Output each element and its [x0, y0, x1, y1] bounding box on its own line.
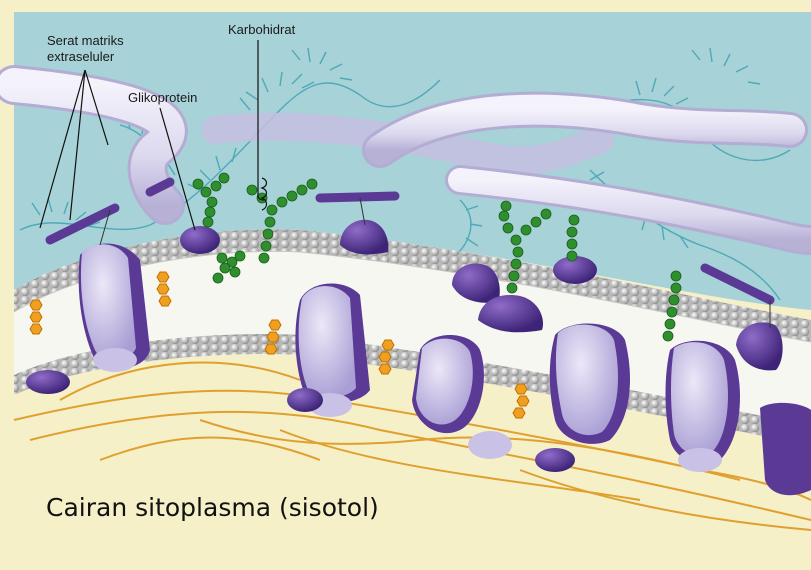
label-serat-line2: extraseluler — [47, 49, 115, 64]
label-serat-line1: Serat matriks — [47, 33, 124, 48]
glycoprotein-rods — [45, 177, 775, 305]
matrix-fibers — [0, 65, 811, 255]
label-glikoprotein: Glikoprotein — [128, 90, 198, 105]
label-leader-lines — [39, 40, 268, 231]
label-serat-matriks: Serat matriks extraseluler — [47, 33, 124, 65]
extracellular-space — [14, 12, 811, 310]
caption-cytoplasm: Cairan sitoplasma (sisotol) — [46, 493, 379, 522]
transmembrane-proteins — [78, 243, 811, 496]
cytoskeleton-filaments — [13, 361, 811, 531]
carbohydrate-chains — [192, 172, 682, 342]
label-karbohidrat: Karbohidrat — [228, 22, 296, 37]
peripheral-proteins — [26, 219, 783, 472]
anchor-lines — [99, 197, 771, 328]
